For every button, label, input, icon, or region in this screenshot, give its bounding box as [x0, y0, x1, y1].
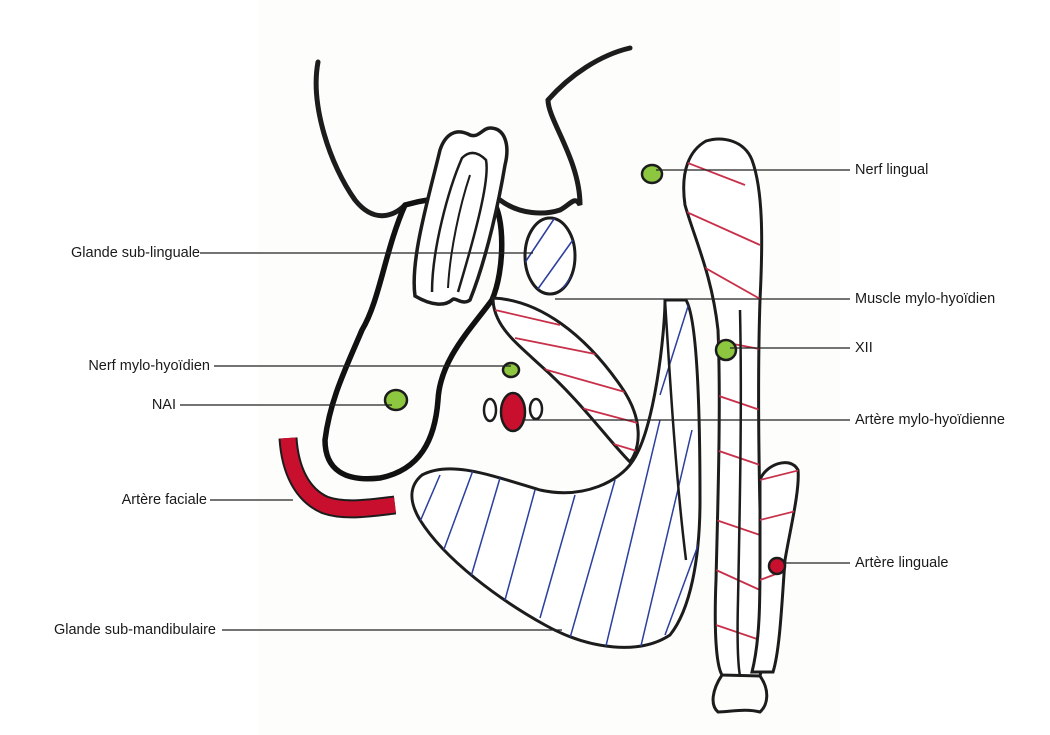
label-nerf-mylo-hyoidien: Nerf mylo-hyoïdien: [10, 357, 210, 375]
label-glande-sub-linguale: Glande sub-linguale: [10, 244, 200, 262]
nai-nerve-dot: [385, 390, 407, 410]
label-artere-mylo-hyoidienne: Artère mylo-hyoïdienne: [855, 411, 1005, 429]
label-xii: XII: [855, 339, 873, 357]
lingual-nerve-dot: [642, 165, 662, 183]
label-nerf-lingual: Nerf lingual: [855, 161, 928, 179]
mylohyoid-nerve-dot: [503, 363, 519, 377]
label-artere-linguale: Artère linguale: [855, 554, 949, 572]
xii-nerve-dot: [716, 340, 736, 360]
lingual-artery-dot: [769, 558, 785, 574]
mylohyoid-muscle: [493, 298, 638, 462]
label-muscle-mylo-hyoidien: Muscle mylo-hyoïdien: [855, 290, 995, 308]
label-glande-sub-mandibulaire: Glande sub-mandibulaire: [0, 621, 216, 639]
label-artere-faciale: Artère faciale: [10, 491, 207, 509]
mylohyoid-vein-right: [530, 399, 542, 419]
tooth-outline: [414, 128, 507, 304]
label-nai: NAI: [10, 396, 176, 414]
oral-floor-outline: [500, 48, 630, 213]
hyoid-base: [713, 675, 767, 712]
mylohyoid-artery-dot: [501, 393, 525, 431]
mylohyoid-vein-left: [484, 399, 496, 421]
oral-mucosa-outline: [316, 62, 405, 216]
